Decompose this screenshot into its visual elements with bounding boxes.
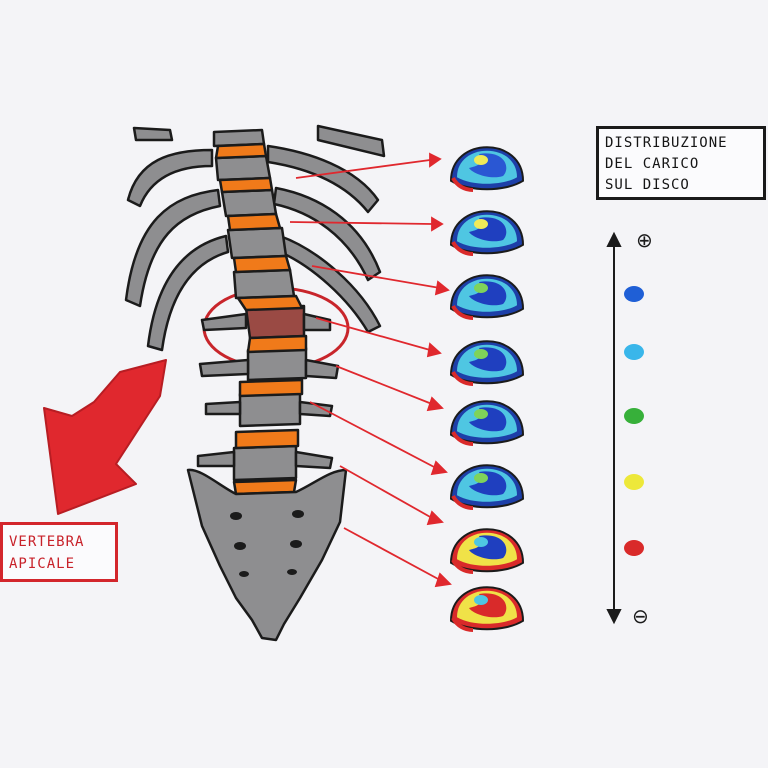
scale-dot-green — [624, 408, 644, 424]
disc-red-edge — [451, 240, 474, 256]
disc-red-edge — [451, 370, 474, 386]
disc-map-5 — [449, 400, 525, 446]
disc-map-8 — [449, 586, 525, 632]
disc-red-edge — [451, 430, 474, 446]
disc-patch — [469, 281, 507, 306]
disc-map-3 — [449, 274, 525, 320]
apical-label-line-2: apicale — [9, 556, 76, 572]
load-scale-axis — [606, 231, 622, 625]
disc-map-1 — [449, 146, 525, 192]
disc-core — [474, 537, 488, 547]
disc-red-edge — [451, 176, 474, 192]
disc-patch — [469, 153, 507, 178]
scale-color-dots — [624, 286, 644, 556]
sacral-foramina — [230, 510, 304, 577]
scale-dot-blue — [624, 286, 644, 302]
title-line-1: Distribuzione — [605, 135, 728, 151]
title-line-2: del carico — [605, 156, 700, 172]
disc-red-edge — [451, 558, 474, 574]
scale-dot-light-blue — [624, 344, 644, 360]
load-distribution-title-box: Distribuzione del carico sul disco — [596, 126, 766, 200]
disc-load-maps — [449, 146, 525, 632]
disc-patch — [469, 535, 507, 560]
title-line-3: sul disco — [605, 177, 690, 193]
disc-core — [474, 283, 488, 293]
disc-core — [474, 595, 488, 605]
scale-dot-red — [624, 540, 644, 556]
rib-cage — [124, 124, 386, 352]
apical-label-line-1: Vertebra — [9, 534, 85, 550]
scale-dot-yellow — [624, 474, 644, 490]
apical-pointer-arrow — [43, 359, 167, 515]
disc-red-edge — [451, 616, 474, 632]
vertebral-column — [196, 128, 340, 496]
disc-map-2 — [449, 210, 525, 256]
disc-patch — [469, 217, 507, 242]
apical-vertebra-label-box: Vertebra apicale — [0, 522, 118, 582]
disc-map-4 — [449, 340, 525, 386]
disc-core — [474, 473, 488, 483]
disc-pointer-arrows — [289, 152, 452, 588]
disc-red-edge — [451, 494, 474, 510]
disc-core — [474, 155, 488, 165]
disc-patch — [469, 471, 507, 496]
plus-symbol: ⊕ — [636, 228, 653, 252]
disc-patch — [469, 593, 507, 618]
disc-red-edge — [451, 304, 474, 320]
disc-core — [474, 409, 488, 419]
minus-symbol: ⊖ — [632, 604, 649, 628]
disc-patch — [469, 347, 507, 372]
disc-map-7 — [449, 528, 525, 574]
disc-core — [474, 349, 488, 359]
sacrum — [186, 468, 348, 642]
disc-patch — [469, 407, 507, 432]
disc-core — [474, 219, 488, 229]
disc-map-6 — [449, 464, 525, 510]
